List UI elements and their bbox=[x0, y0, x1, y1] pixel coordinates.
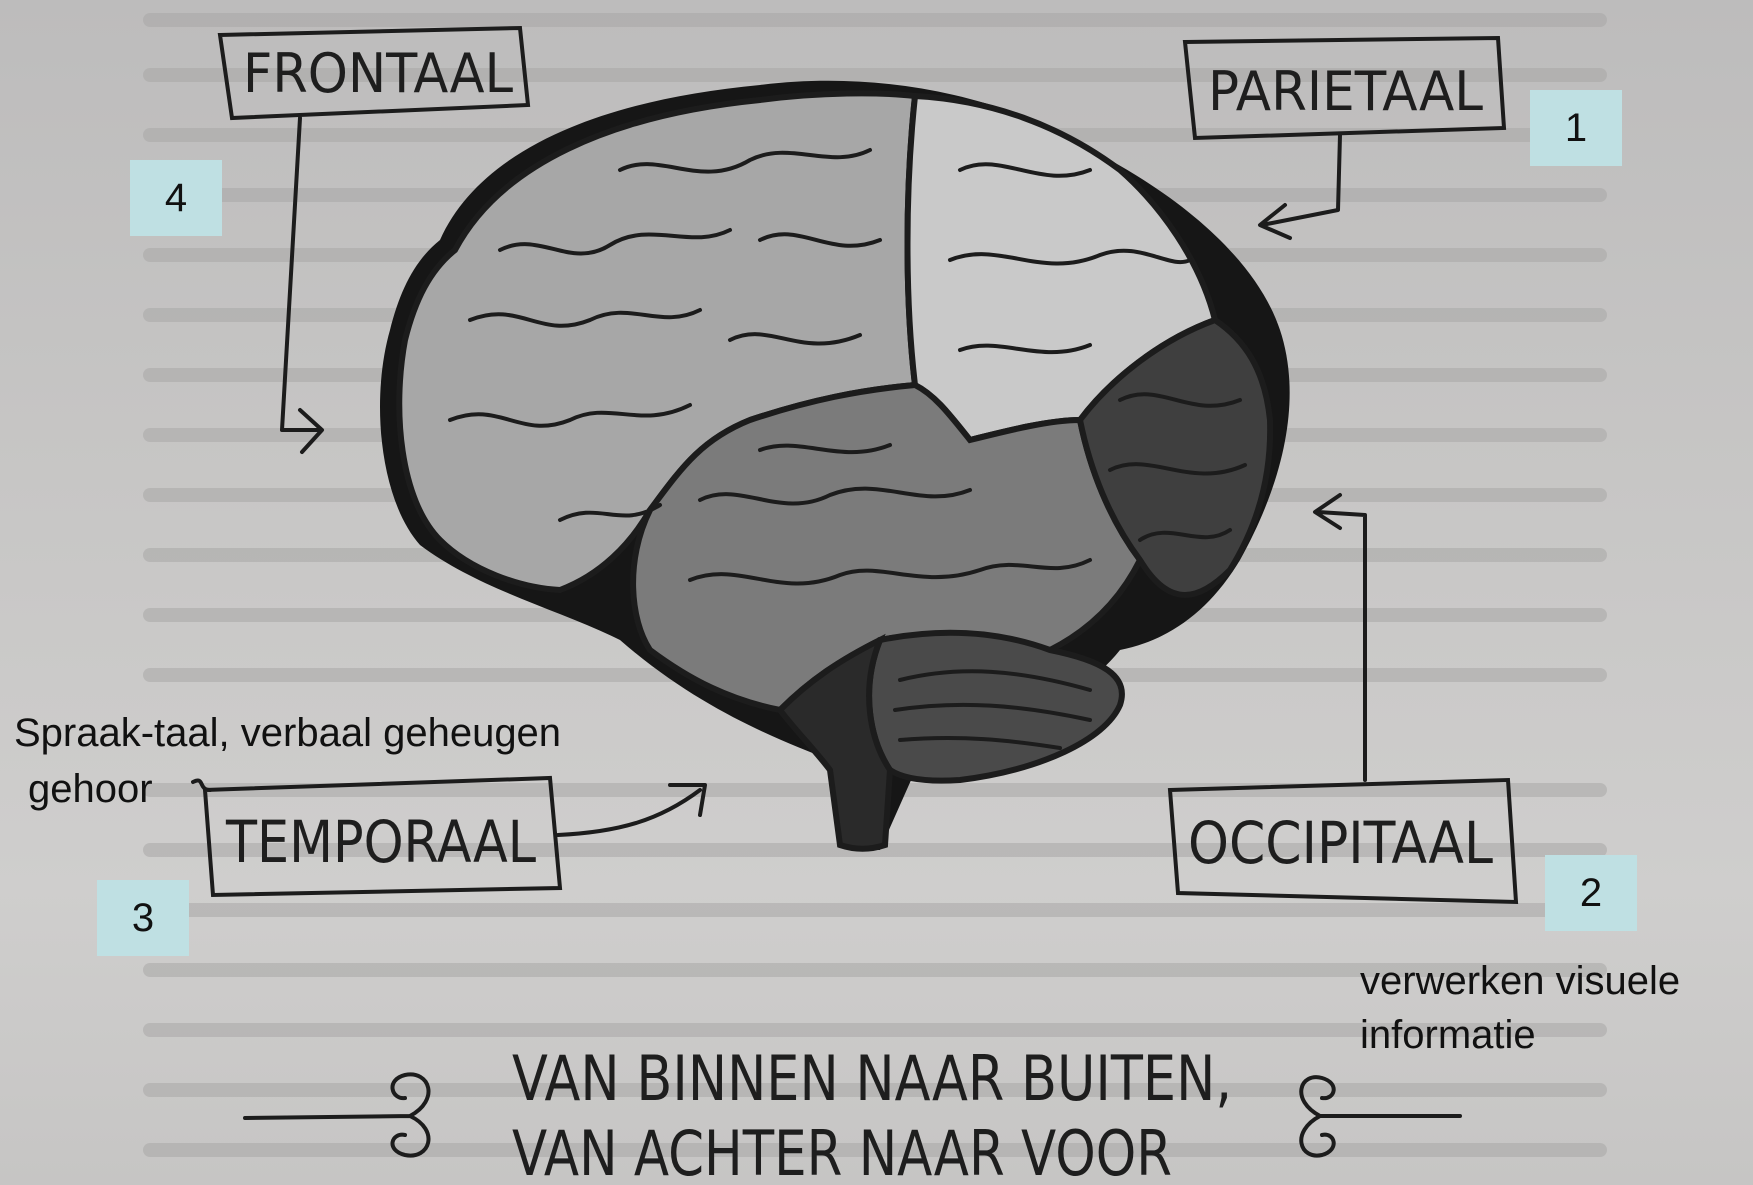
caption: VAN BINNEN NAAR BUITEN, VAN ACHTER NAAR … bbox=[245, 1042, 1460, 1185]
frontal-label-text: FRONTAAL bbox=[243, 42, 513, 105]
occipital-label: OCCIPITAAL bbox=[1170, 780, 1516, 902]
number-box-parietal: 1 bbox=[1530, 90, 1622, 166]
parietal-arrow bbox=[1260, 135, 1340, 238]
occipital-note-line-1: verwerken visuele bbox=[1360, 958, 1680, 1004]
occipital-label-text: OCCIPITAAL bbox=[1188, 809, 1493, 877]
frontal-label: FRONTAAL bbox=[220, 28, 528, 118]
number-box-frontal: 4 bbox=[130, 160, 222, 236]
temporal-label-text: TEMPORAAL bbox=[225, 808, 536, 876]
occipital-note-line-2: informatie bbox=[1360, 1012, 1536, 1058]
parietal-label: PARIETAAL bbox=[1185, 38, 1504, 138]
caption-line-1: VAN BINNEN NAAR BUITEN, bbox=[512, 1042, 1232, 1115]
frontal-arrow bbox=[282, 118, 322, 452]
temporal-note-line-1: Spraak-taal, verbaal geheugen bbox=[14, 710, 561, 756]
parietal-label-text: PARIETAAL bbox=[1208, 60, 1483, 123]
temporal-note-line-2: gehoor bbox=[28, 766, 153, 812]
number-box-temporal: 3 bbox=[97, 880, 189, 956]
caption-line-2: VAN ACHTER NAAR VOOR bbox=[512, 1117, 1172, 1185]
number-box-occipital: 2 bbox=[1545, 855, 1637, 931]
occipital-arrow bbox=[1315, 495, 1365, 780]
